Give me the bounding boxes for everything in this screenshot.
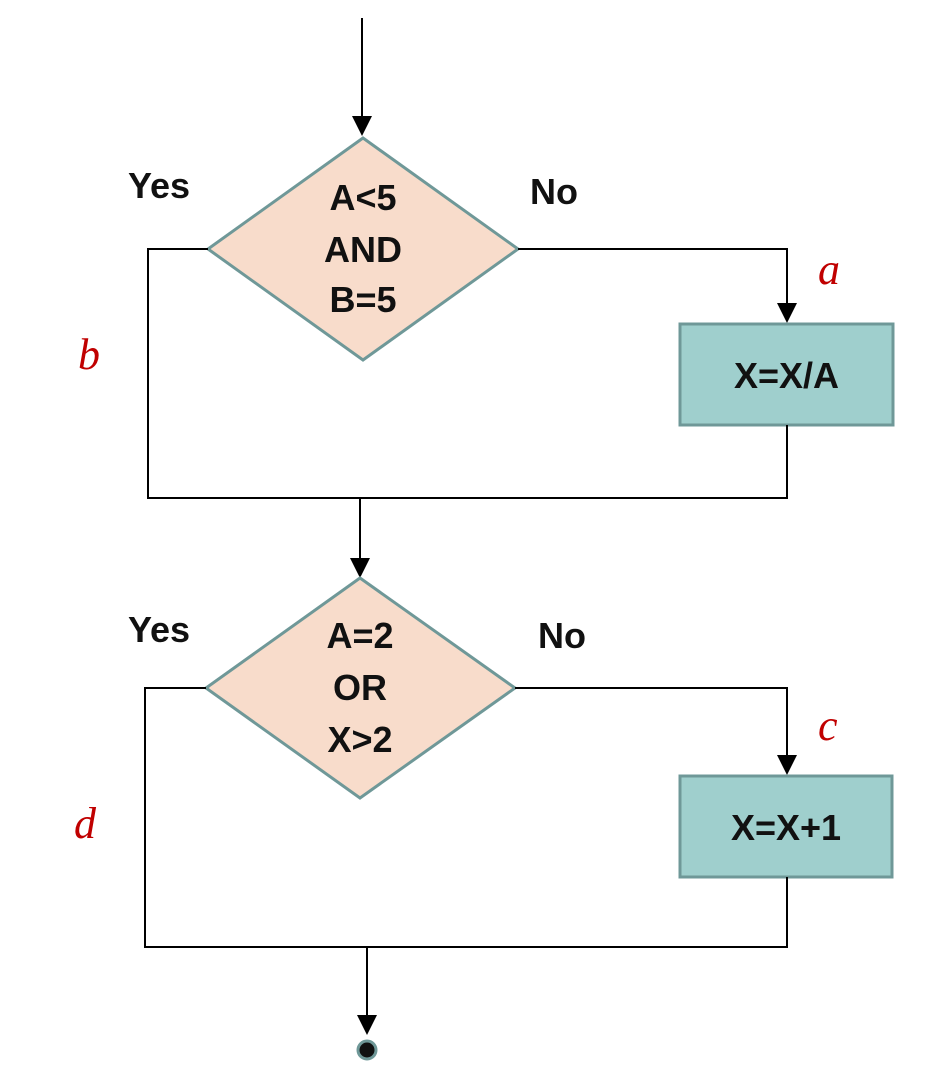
decision-1-no-connector — [518, 248, 788, 305]
decision-2-line-2: OR — [333, 667, 387, 708]
decision-2-no-arrowhead — [777, 755, 797, 775]
path-label-a: a — [818, 245, 840, 294]
decision-2-yes-connector — [144, 687, 788, 948]
decision-2-no-connector — [515, 687, 788, 757]
process-1-label: X=X/A — [734, 355, 839, 396]
decision-2-yes-label: Yes — [128, 609, 190, 650]
decision-1-yes-connector — [147, 248, 788, 499]
end-connector — [356, 1039, 378, 1061]
path-label-d: d — [74, 799, 97, 848]
decision-1-line-1: A<5 — [329, 177, 396, 218]
entry-arrowhead — [352, 116, 372, 136]
merge-1-arrowhead — [350, 558, 370, 578]
decision-1-yes-label: Yes — [128, 165, 190, 206]
process-1-box — [678, 322, 895, 427]
decision-1-line-2: AND — [324, 229, 402, 270]
decision-2-line-3: X>2 — [327, 719, 392, 760]
process-2-label: X=X+1 — [731, 807, 841, 848]
decision-1-no-label: No — [530, 171, 578, 212]
decision-1-diamond — [205, 136, 521, 362]
exit-arrowhead — [357, 1015, 377, 1035]
decision-2-line-1: A=2 — [326, 615, 393, 656]
decision-1-no-arrowhead — [777, 303, 797, 323]
decision-1-line-3: B=5 — [329, 279, 396, 320]
process-2-box — [678, 774, 894, 879]
decision-2-no-label: No — [538, 615, 586, 656]
decision-2-diamond — [203, 576, 518, 800]
path-label-b: b — [78, 330, 100, 379]
path-label-c: c — [818, 701, 838, 750]
